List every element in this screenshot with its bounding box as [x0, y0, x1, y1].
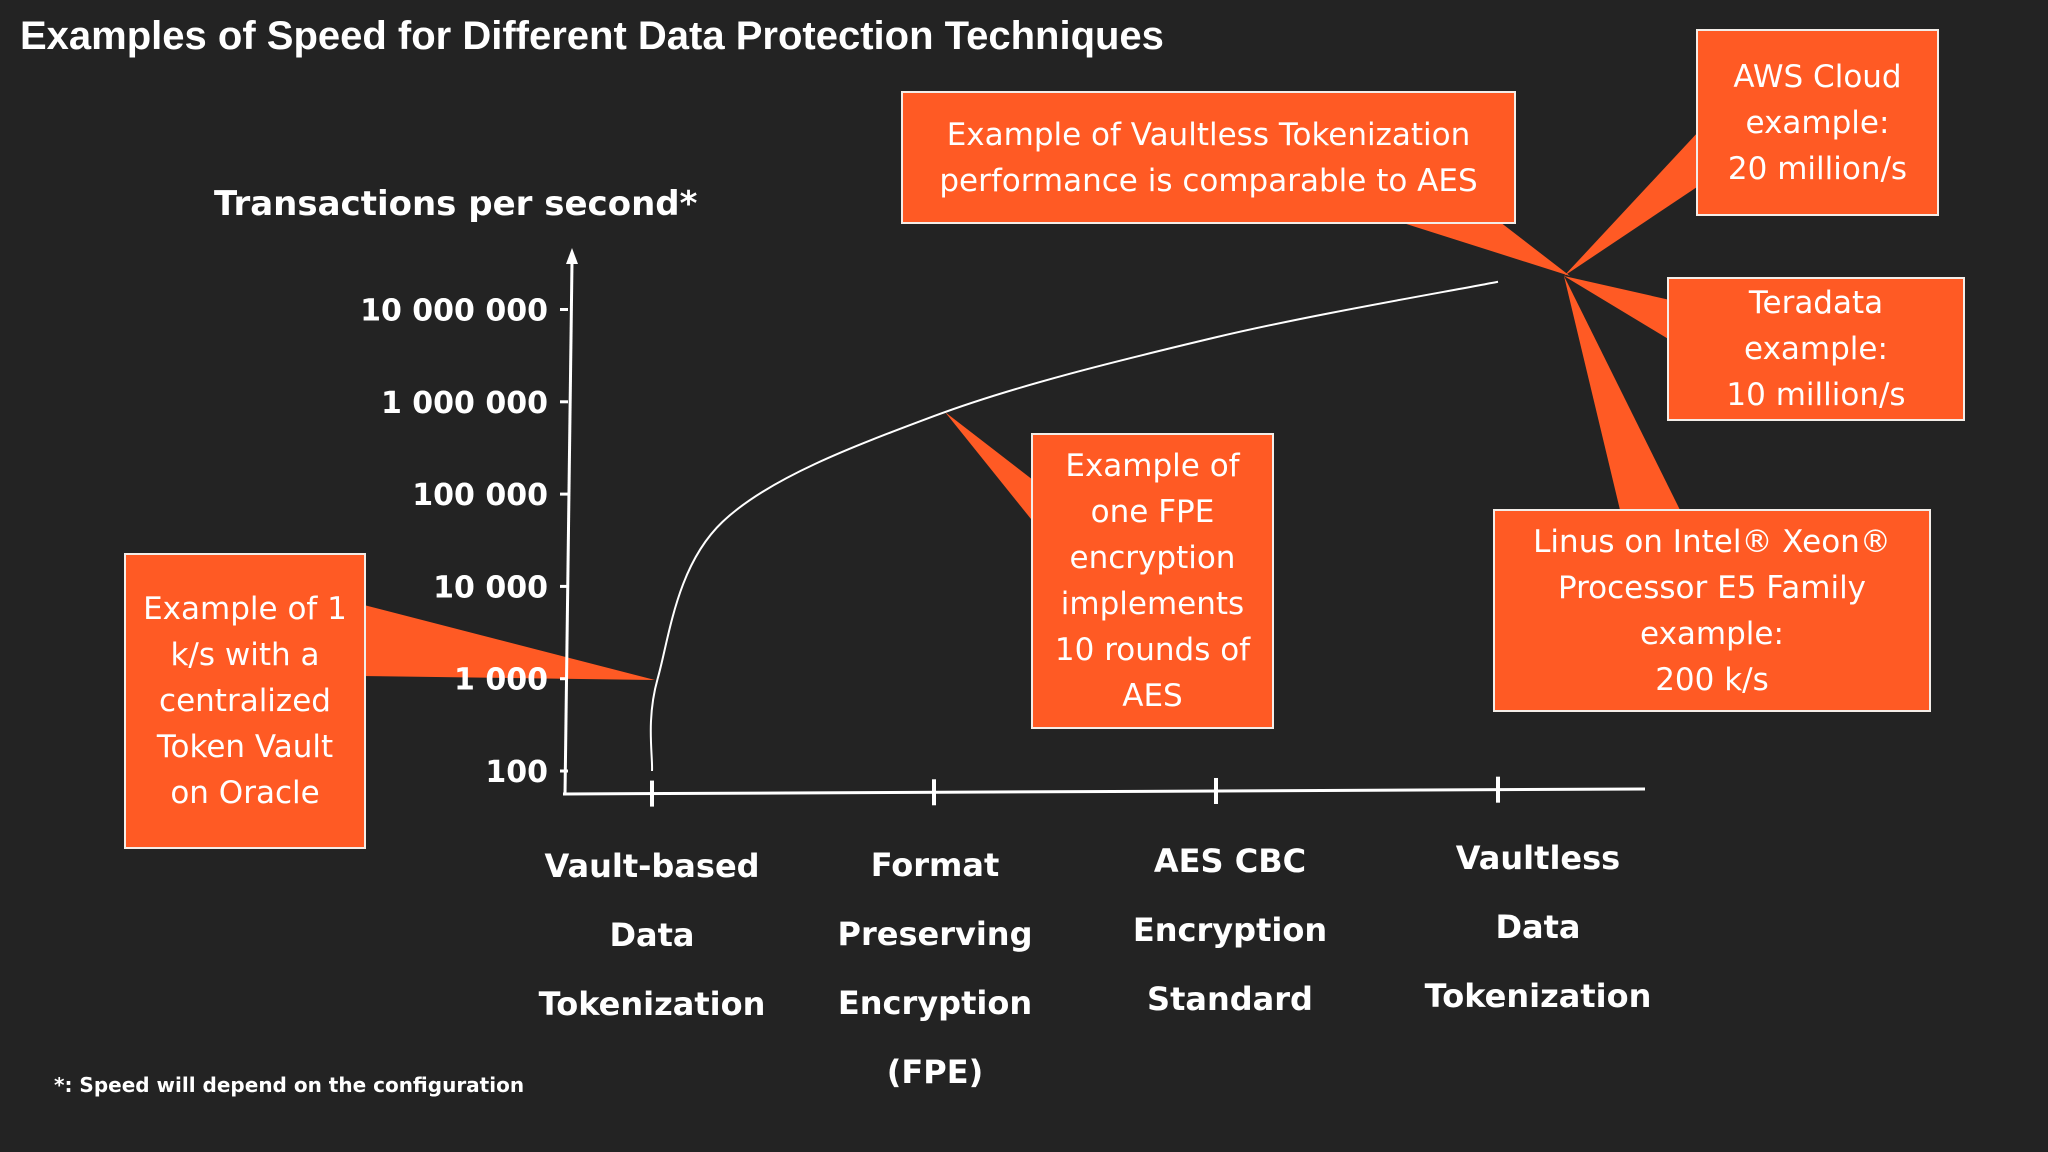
callout-line: on Oracle	[170, 775, 320, 811]
y-ticks: 10 000 000 1 000 000 100 000 10 000 1 000 100	[360, 294, 568, 790]
callout-line: one FPE	[1090, 494, 1215, 530]
pointer-vaultless	[1400, 222, 1570, 276]
callout-line: Example of 1	[143, 591, 347, 627]
footnote: *: Speed will depend on the configuratio…	[54, 1073, 525, 1097]
callout-aws: AWS Cloud example: 20 million/s	[1696, 29, 1939, 216]
callout-line: Processor E5 Family	[1557, 569, 1867, 606]
callout-text: Teradata example: 10 million/s	[1726, 280, 1905, 418]
y-axis-line	[563, 261, 574, 796]
y-tick-label: 10 000 000	[360, 294, 548, 329]
callout-linus: Linus on Intel® Xeon® Processor E5 Family…	[1493, 509, 1931, 712]
callout-text: AWS Cloud example: 20 million/s	[1728, 54, 1907, 192]
category-label-line: (FPE)	[886, 1053, 984, 1091]
y-tick-label: 1 000	[454, 663, 548, 698]
category-label-line: Data	[609, 916, 695, 954]
category-label-line: Vaultless	[1455, 839, 1621, 877]
category-label-line: Tokenization	[1424, 977, 1652, 1015]
category-label-line: AES CBC	[1153, 842, 1307, 880]
y-tick-label: 1 000 000	[381, 386, 548, 421]
category-label-line: Tokenization	[538, 985, 766, 1023]
callout-text: Example of Vaultless Tokenization perform…	[939, 112, 1477, 204]
callout-line: 10 million/s	[1726, 377, 1906, 413]
callout-line: Token Vault	[156, 729, 334, 765]
callout-line: AWS Cloud	[1733, 58, 1902, 95]
y-tick-label: 100	[485, 755, 548, 790]
pointer-vault	[360, 604, 655, 680]
callout-line: 10 rounds of	[1054, 632, 1251, 668]
callout-line: performance is comparable to AES	[939, 162, 1478, 199]
x-axis-line	[562, 787, 1646, 796]
y-axis-arrowhead	[566, 248, 578, 264]
y-tick-label: 10 000	[433, 570, 548, 605]
callout-line: encryption	[1069, 540, 1236, 576]
callout-line: example:	[1640, 615, 1784, 652]
category-label-line: Vault-based	[544, 847, 760, 885]
callout-line: centralized	[159, 683, 331, 719]
callout-line: implements	[1060, 586, 1245, 622]
category-label-line: Encryption	[1132, 911, 1328, 949]
callout-text: Linus on Intel® Xeon® Processor E5 Family…	[1533, 519, 1891, 703]
pointer-aws	[1564, 130, 1700, 276]
pointer-linus	[1564, 276, 1680, 510]
callout-teradata: Teradata example: 10 million/s	[1667, 277, 1965, 421]
callout-line: k/s with a	[170, 637, 320, 673]
callout-vaultless: Example of Vaultless Tokenization perform…	[901, 91, 1516, 224]
callout-line: example:	[1745, 104, 1890, 141]
category-label-line: Data	[1495, 908, 1581, 946]
category-label-line: Standard	[1147, 980, 1313, 1018]
category-label-line: Preserving	[837, 915, 1033, 953]
pointer-teradata	[1564, 276, 1670, 340]
slide-title: Examples of Speed for Different Data Pro…	[20, 14, 1164, 58]
callout-line: Teradata	[1748, 285, 1884, 321]
callout-line: Linus on Intel® Xeon®	[1533, 523, 1891, 560]
y-axis-label: Transactions per second*	[214, 184, 698, 224]
category-label-line: Format	[870, 846, 1000, 884]
x-ticks	[650, 776, 1500, 807]
callout-text: Example of one FPE encryption implements 10 …	[1055, 443, 1250, 719]
callout-line: AES	[1122, 678, 1183, 714]
speed-curve	[649, 280, 1499, 772]
y-tick-label: 100 000	[412, 478, 548, 513]
callout-fpe: Example of one FPE encryption implements 10 …	[1031, 433, 1274, 729]
category-label-line: Encryption	[837, 984, 1033, 1022]
callout-line: 20 million/s	[1727, 150, 1908, 187]
chart-axes	[562, 248, 1646, 796]
callout-line: example:	[1744, 331, 1888, 367]
callout-line: 200 k/s	[1655, 661, 1769, 698]
callout-line: Example of Vaultless Tokenization	[946, 116, 1471, 153]
callout-line: Example of	[1065, 448, 1240, 484]
